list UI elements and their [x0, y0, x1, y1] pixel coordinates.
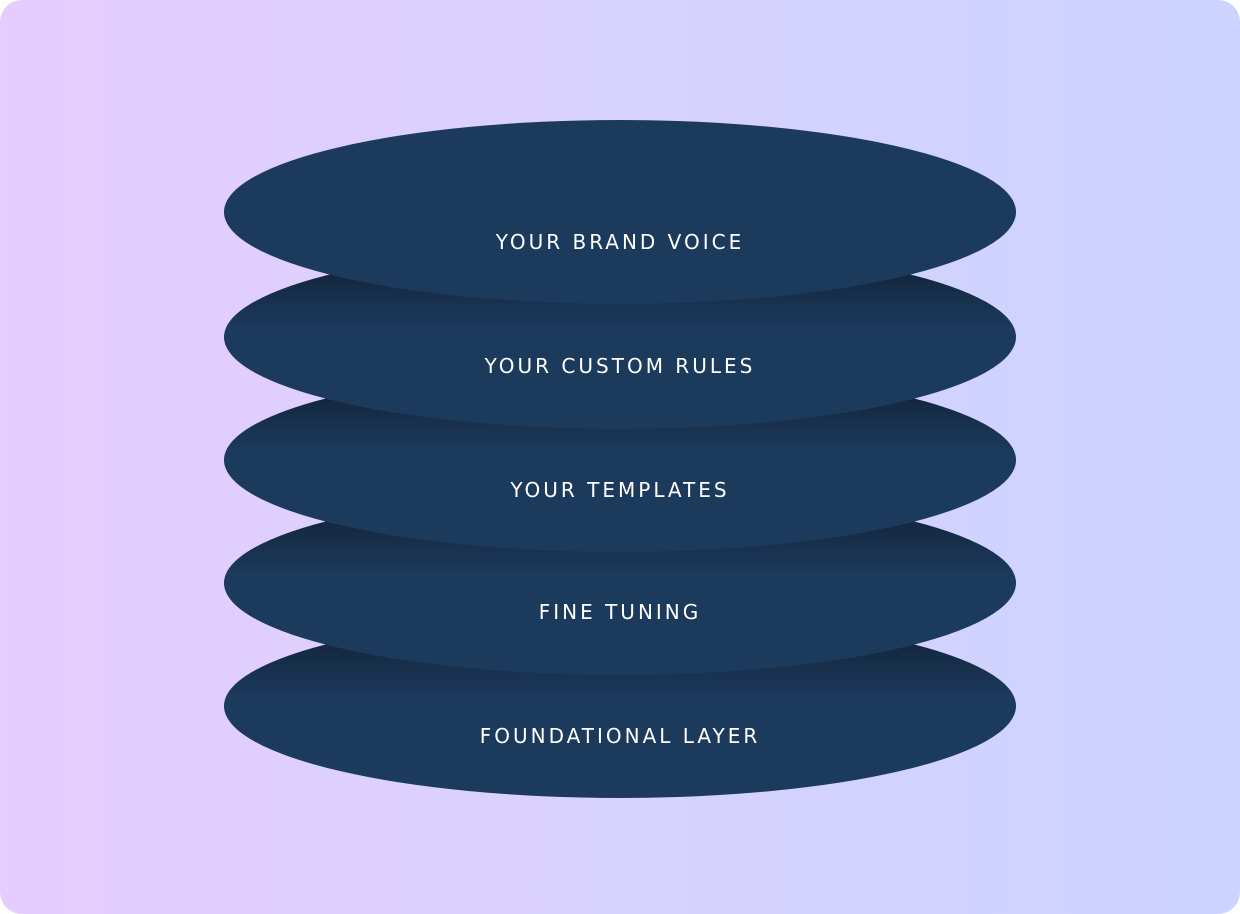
layer-label: FINE TUNING: [539, 600, 702, 624]
layer-brand-voice: YOUR BRAND VOICE: [224, 120, 1016, 304]
layer-disc: [224, 120, 1016, 304]
layer-label: YOUR BRAND VOICE: [495, 230, 745, 254]
layer-label: FOUNDATIONAL LAYER: [480, 724, 761, 748]
layer-label: YOUR TEMPLATES: [509, 478, 729, 502]
layer-label: YOUR CUSTOM RULES: [484, 354, 756, 378]
